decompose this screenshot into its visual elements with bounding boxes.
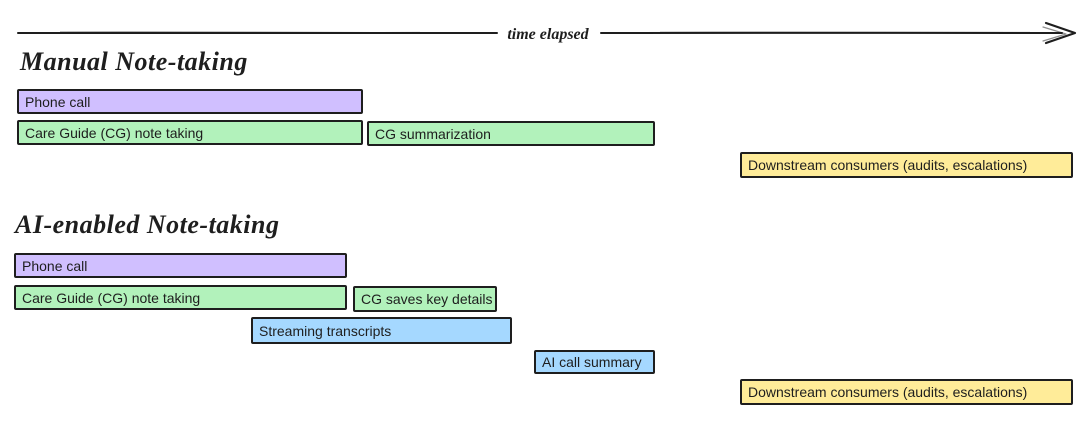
- section-title-ai: AI-enabled Note-taking: [15, 210, 280, 239]
- arrowhead-icon: [1044, 21, 1077, 45]
- section-title-manual: Manual Note-taking: [20, 47, 248, 76]
- bar-downstream-consumers-ai: Downstream consumers (audits, escalation…: [740, 379, 1073, 405]
- bar-ai-call-summary: AI call summary: [534, 350, 655, 374]
- time-axis-label: time elapsed: [507, 26, 589, 43]
- bar-cg-note-taking-manual: Care Guide (CG) note taking: [17, 120, 363, 145]
- bar-downstream-consumers-manual: Downstream consumers (audits, escalation…: [740, 152, 1073, 178]
- bar-cg-summarization: CG summarization: [367, 121, 655, 146]
- bar-phone-call-manual: Phone call: [17, 89, 363, 114]
- bar-phone-call-ai: Phone call: [14, 253, 347, 278]
- bar-streaming-transcripts: Streaming transcripts: [251, 317, 512, 344]
- time-axis-arrow: time elapsed: [17, 21, 1077, 45]
- bar-cg-saves-key-details: CG saves key details: [353, 286, 497, 312]
- bar-cg-note-taking-ai: Care Guide (CG) note taking: [14, 285, 347, 310]
